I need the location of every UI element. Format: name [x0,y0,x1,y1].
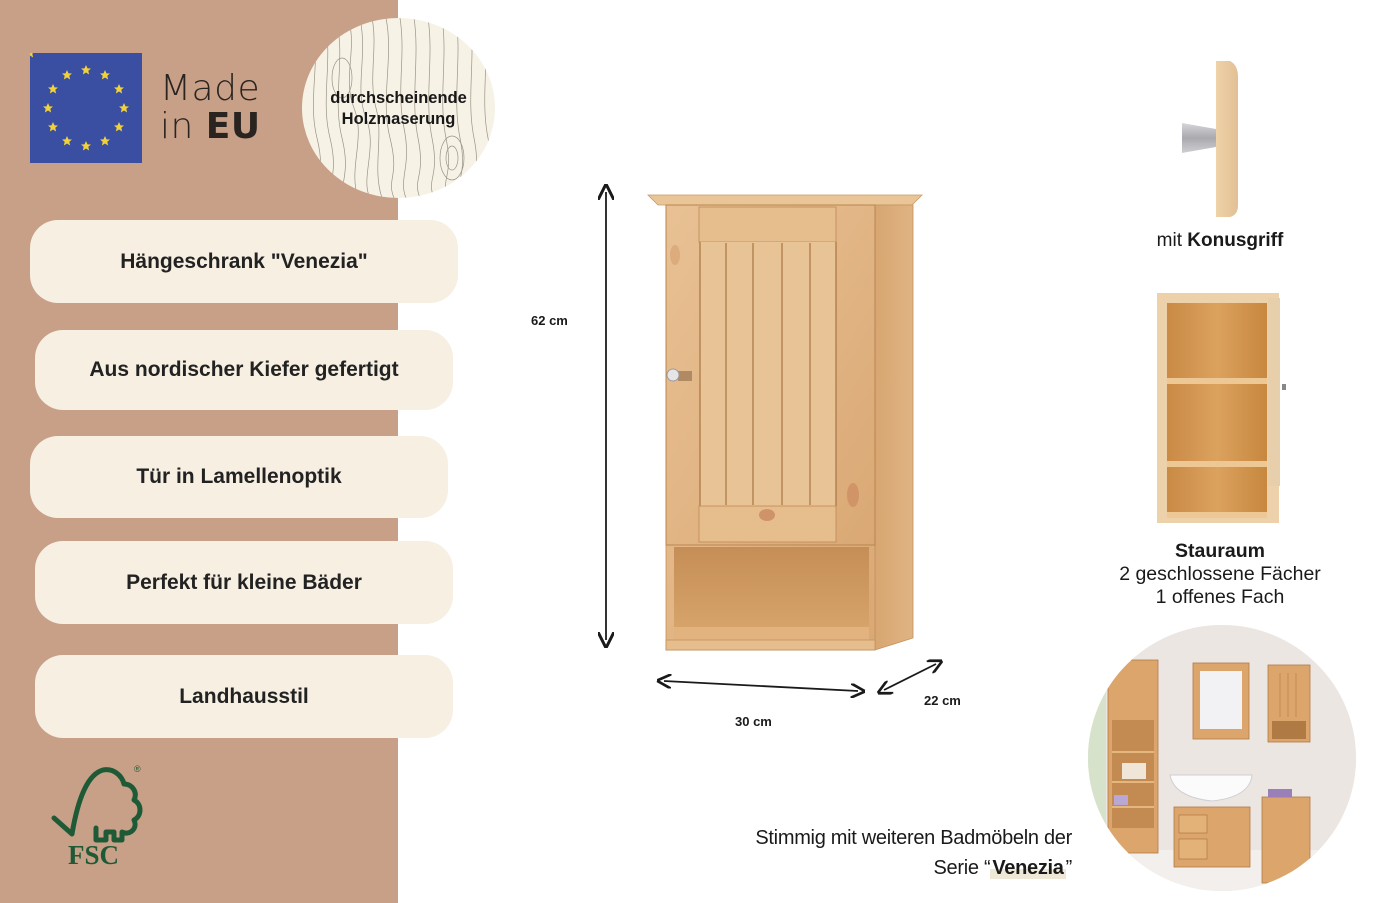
feature-pill-material: Aus nordischer Kiefer gefertigt [35,330,453,410]
eu-word: EU [205,106,261,147]
knob-caption: mit Konusgriff [1156,230,1284,251]
svg-text:®: ® [134,764,141,774]
made-in-eu-label: Made in EU [160,70,261,146]
storage-caption: Stauraum 2 geschlossene Fächer 1 offenes… [1119,540,1321,608]
feature-pill-style: Landhausstil [35,655,453,738]
in-word: in [160,106,194,147]
eu-flag-icon [25,48,142,163]
cabinet-image [640,185,940,665]
feature-pill-name: Hängeschrank "Venezia" [30,220,458,303]
wood-grain-icon [311,18,491,198]
width-label: 30 cm [735,714,772,729]
feature-pill-small-bath: Perfekt für kleine Bäder [35,541,453,624]
grain-badge-text: durchscheinende Holzmaserung [330,89,467,128]
knob-detail-image [1160,55,1260,225]
wood-grain-badge: durchscheinende Holzmaserung [302,18,495,198]
depth-label: 22 cm [924,693,961,708]
series-name: Venezia [990,857,1066,879]
open-cabinet-image [1150,288,1295,528]
made-word: Made [160,68,261,109]
series-caption: Stimmig mit weiteren Badmöbeln der Serie… [755,827,1072,879]
feature-pill-door: Tür in Lamellenoptik [30,436,448,518]
width-arrow [664,681,858,691]
fsc-label: FSC [68,840,119,870]
height-label: 62 cm [531,313,568,328]
fsc-logo-icon: ® FSC [48,758,148,873]
depth-arrow [884,664,936,690]
bathroom-scene-image [1088,625,1356,891]
